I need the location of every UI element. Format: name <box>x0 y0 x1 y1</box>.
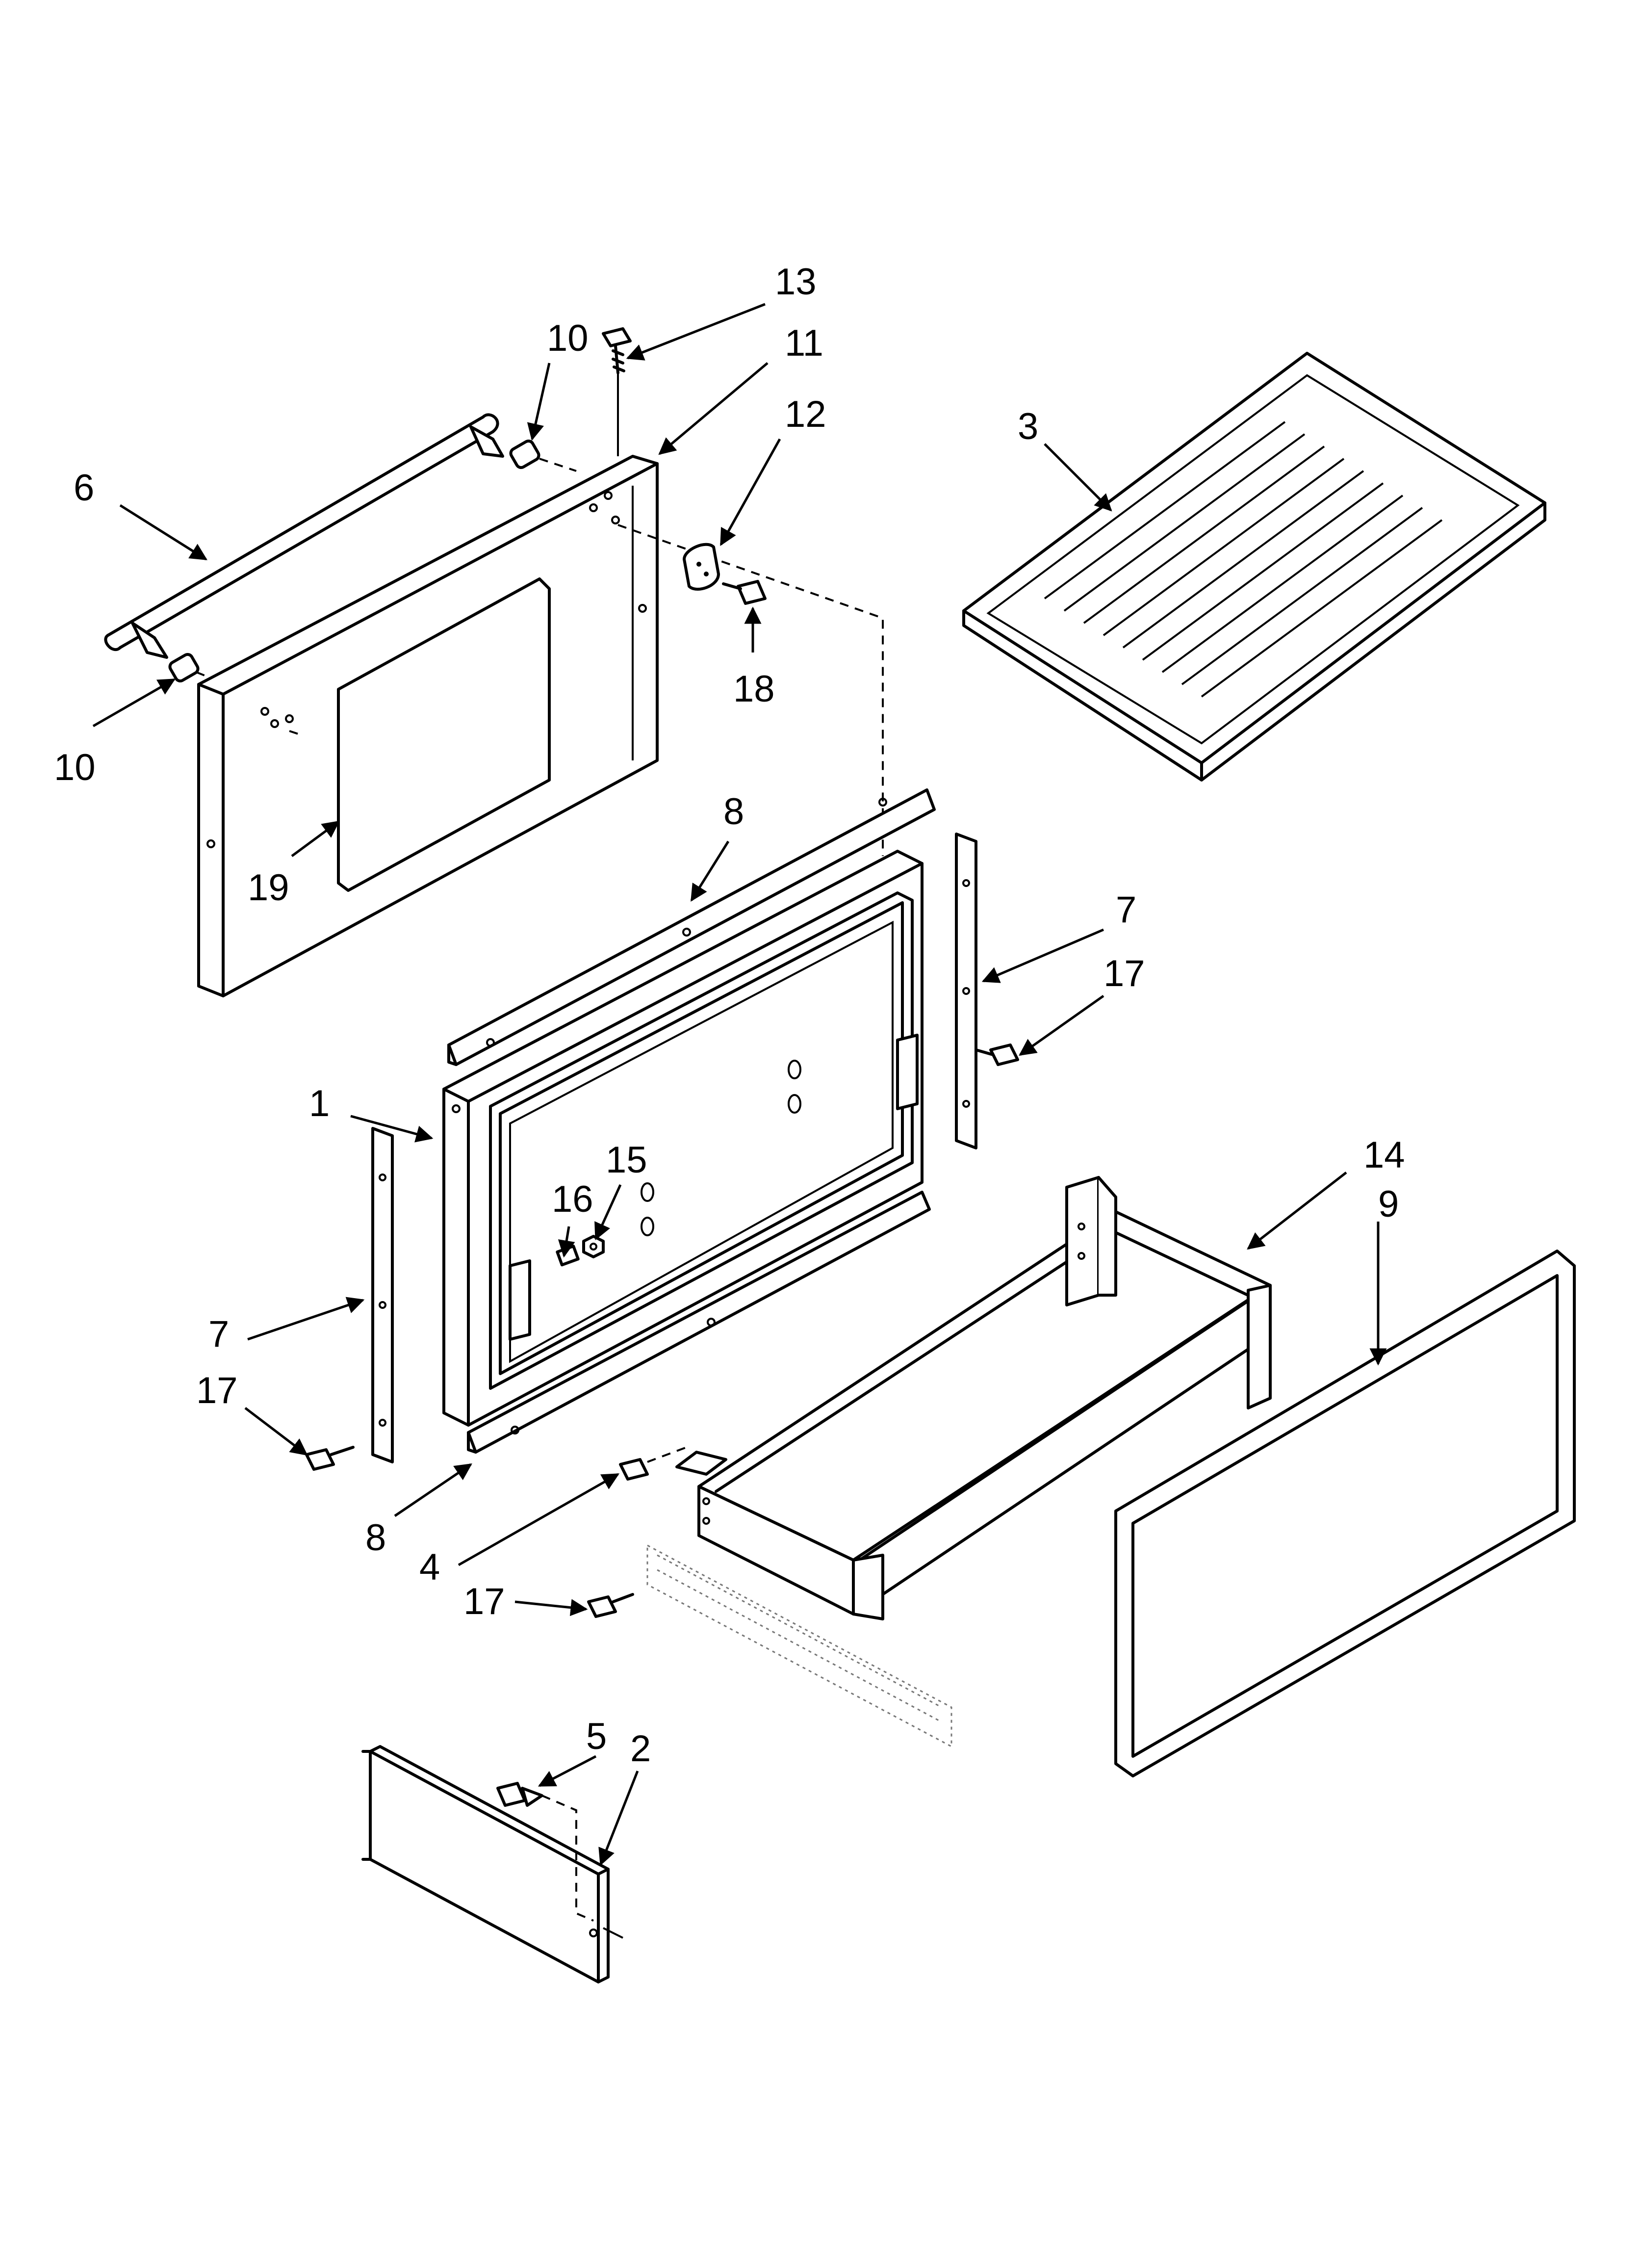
side-trim-left-part <box>371 1127 394 1463</box>
callout-3: 3 <box>1018 406 1038 447</box>
leader-2 <box>598 1771 639 1866</box>
leader-14 <box>1247 1172 1347 1250</box>
leader-10a <box>527 363 551 441</box>
screw-5-part <box>496 1782 594 1922</box>
handle-mount-part <box>168 439 577 683</box>
screw-4-part <box>619 1446 687 1481</box>
callout-17-left: 17 <box>196 1370 238 1411</box>
callout-12: 12 <box>785 393 826 435</box>
callout-4: 4 <box>419 1546 440 1588</box>
nut-part <box>582 1235 605 1258</box>
callout-17-right: 17 <box>1103 953 1145 994</box>
upper-rail-part <box>447 788 936 1066</box>
callout-16: 16 <box>552 1178 593 1220</box>
callout-10-bottom: 10 <box>54 747 96 788</box>
leader-17c <box>514 1599 588 1616</box>
leader-8b <box>394 1463 472 1517</box>
callout-labels: 13 10 11 12 6 3 18 10 19 8 7 17 1 16 15 … <box>54 261 1405 1770</box>
callout-8-bottom: 8 <box>365 1517 386 1559</box>
screw-18-part <box>722 580 767 605</box>
side-trim-right-part <box>955 833 977 1149</box>
toe-kick-panel-part <box>361 1745 623 1983</box>
leader-8a <box>690 840 730 902</box>
callout-15: 15 <box>606 1139 647 1181</box>
leader-3 <box>1044 443 1112 512</box>
callout-9: 9 <box>1378 1183 1399 1225</box>
leader-15 <box>594 1184 622 1241</box>
callout-1: 1 <box>309 1083 330 1124</box>
callout-17-bottom: 17 <box>463 1581 505 1622</box>
callout-14: 14 <box>1363 1134 1405 1176</box>
leader-17b <box>244 1407 308 1456</box>
callout-10-top: 10 <box>547 317 589 359</box>
leader-6 <box>119 504 207 561</box>
leader-1 <box>350 1115 434 1143</box>
leader-7b <box>247 1297 365 1341</box>
gasket-frame-part <box>1114 1250 1576 1777</box>
callout-2: 2 <box>630 1728 651 1770</box>
leader-17a <box>1019 994 1104 1056</box>
callout-7-left: 7 <box>208 1313 229 1355</box>
lower-rail-part <box>467 1191 931 1454</box>
leader-13 <box>626 303 766 361</box>
leader-7a <box>981 928 1104 983</box>
grill-grate-part <box>962 352 1546 782</box>
callout-11: 11 <box>785 322 823 364</box>
slide-rail-ghost <box>646 1544 952 1748</box>
inner-door-liner-part <box>442 850 924 1427</box>
leader-lines <box>92 303 1387 1866</box>
callout-6: 6 <box>74 467 94 509</box>
leader-19 <box>291 820 340 858</box>
bracket-part <box>683 543 720 591</box>
leader-12 <box>719 438 781 547</box>
callout-8-top: 8 <box>723 791 744 833</box>
leader-16 <box>558 1226 575 1258</box>
top-screw-part <box>602 327 632 456</box>
callout-19: 19 <box>248 867 289 909</box>
leader-11 <box>658 362 769 455</box>
outer-door-panel-part <box>197 455 884 997</box>
screw-17-part <box>305 1043 1019 1618</box>
leader-10b <box>92 678 176 728</box>
leader-4 <box>458 1473 620 1566</box>
callout-5: 5 <box>586 1716 607 1757</box>
insulation-panel-part <box>337 577 551 892</box>
handle-part <box>104 413 504 659</box>
callout-13: 13 <box>775 261 817 303</box>
leader-5 <box>538 1755 597 1787</box>
drawer-box-part <box>675 1176 1272 1620</box>
callout-7-right: 7 <box>1116 889 1136 931</box>
callout-18: 18 <box>733 668 775 710</box>
